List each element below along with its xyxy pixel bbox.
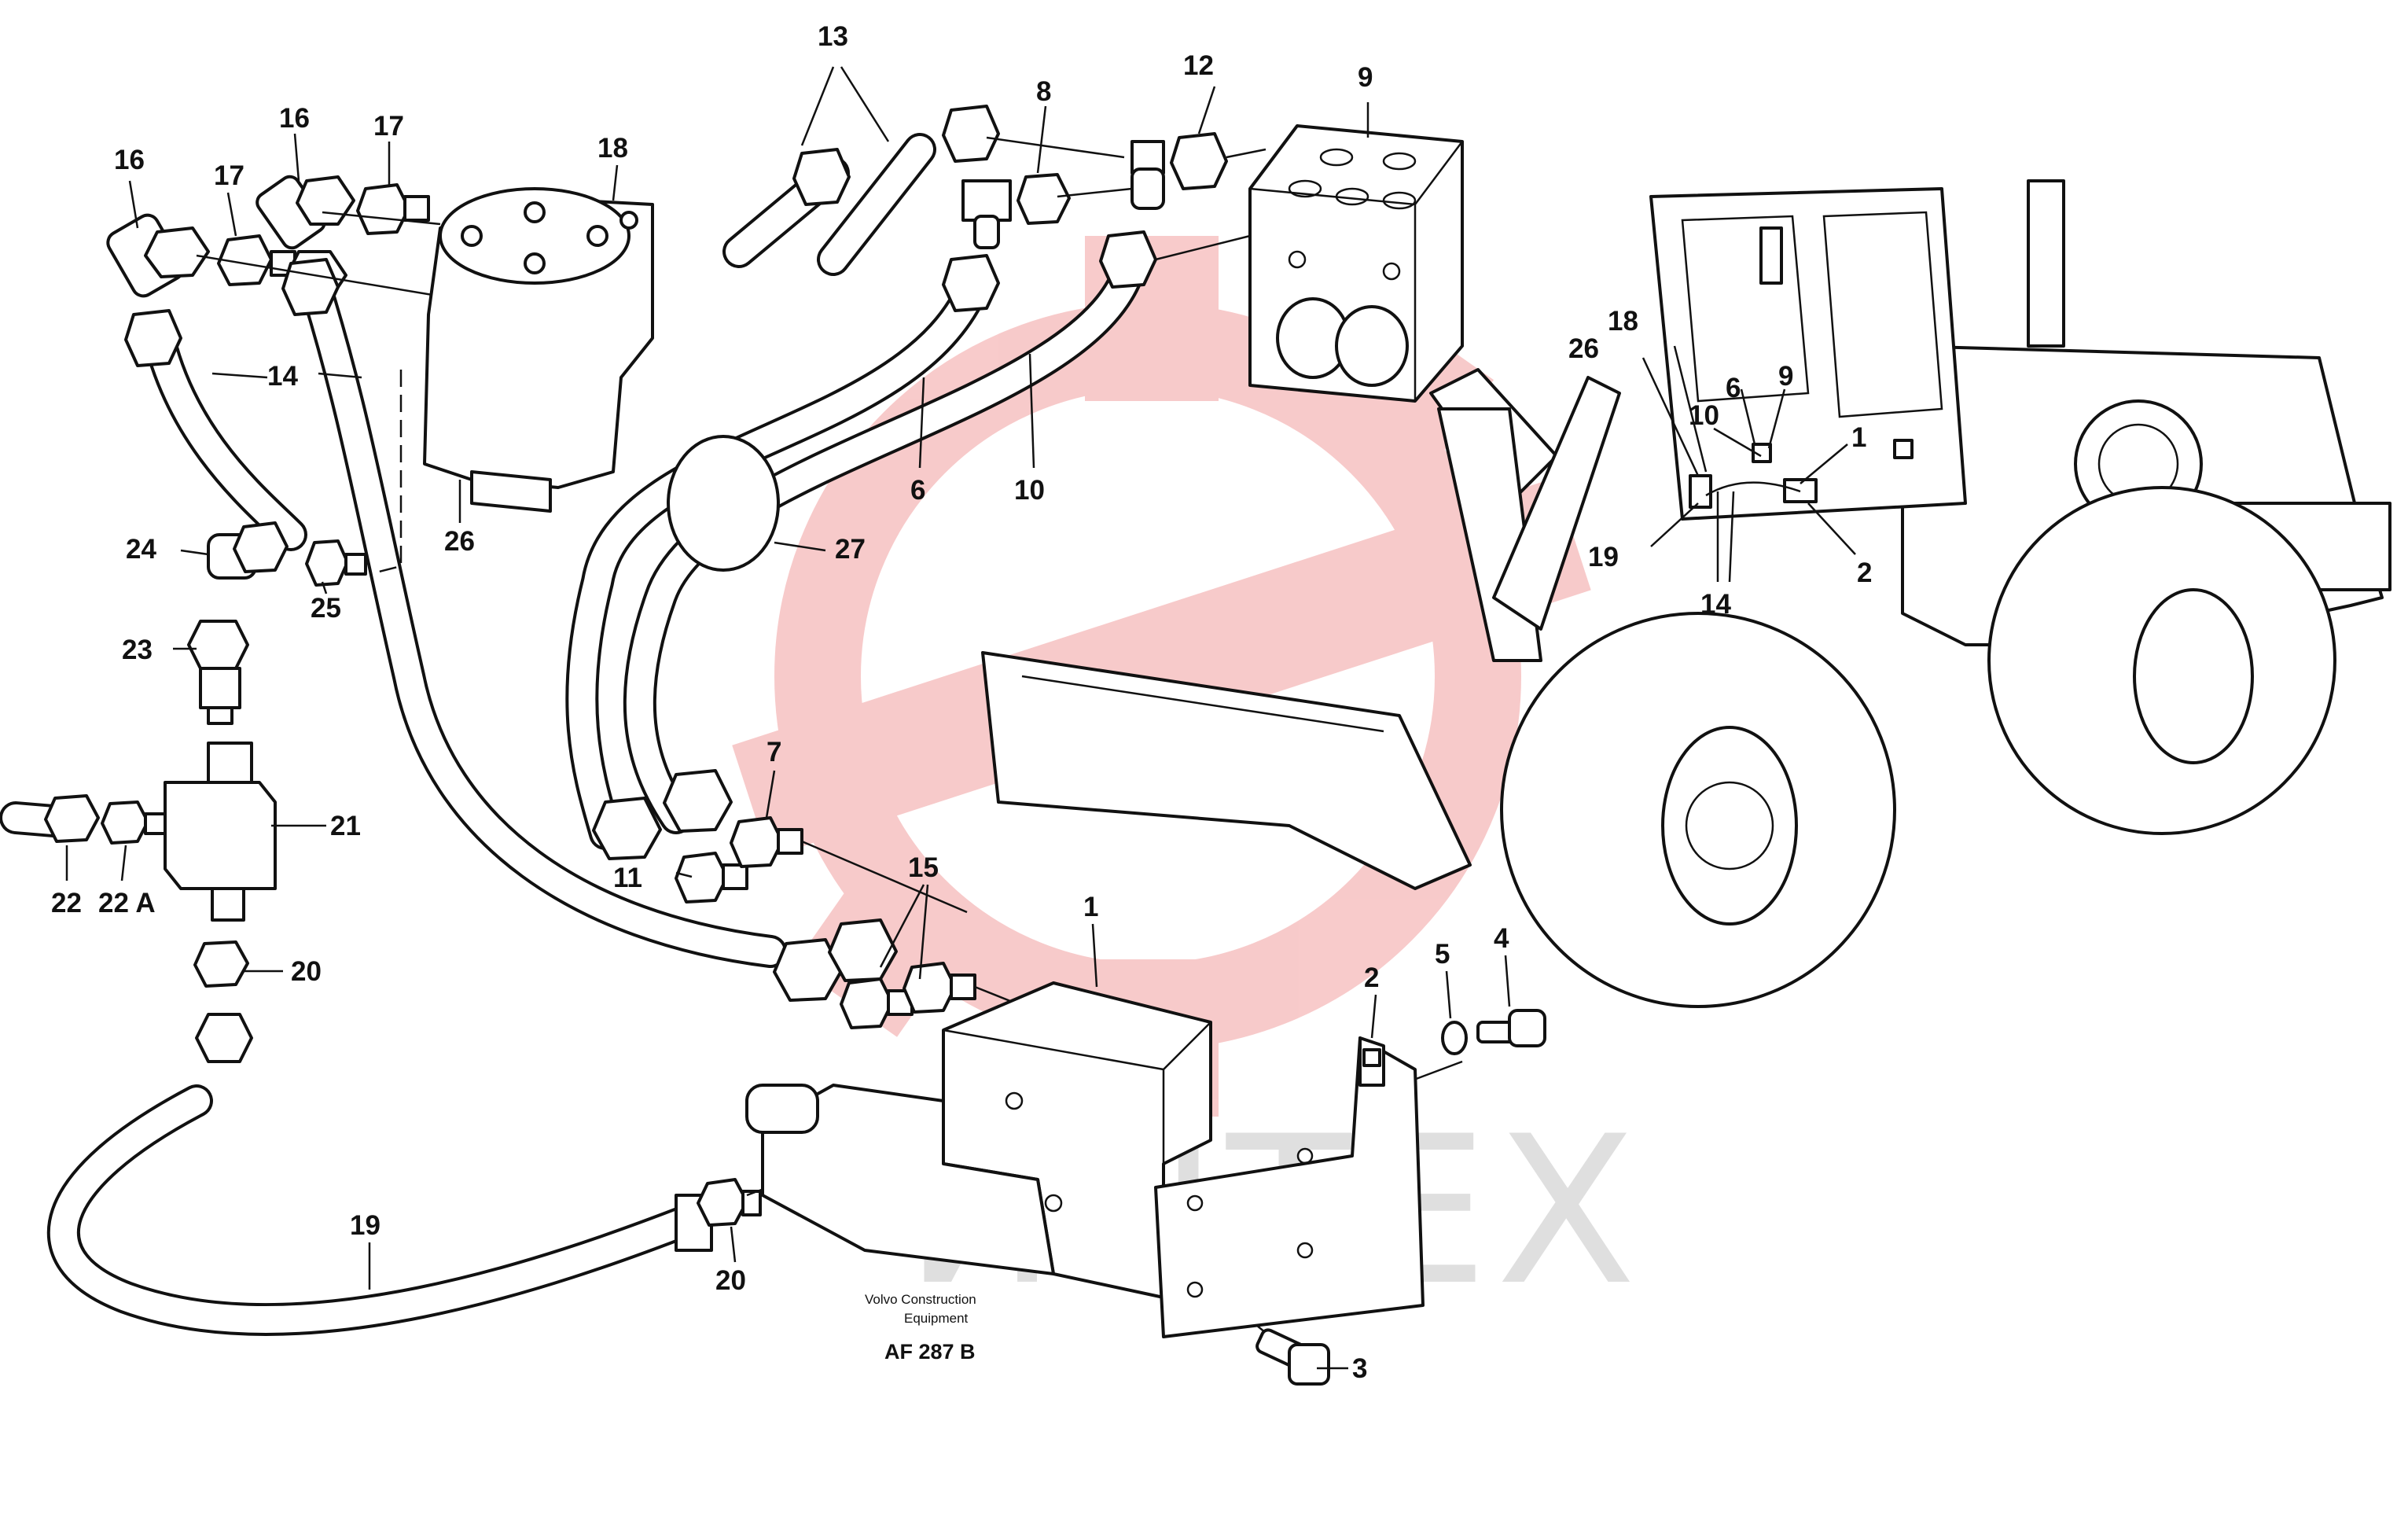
callout-1-cab: 1	[1851, 422, 1866, 453]
callout-5: 5	[1435, 939, 1450, 970]
bracket-2	[1154, 1036, 1425, 1338]
unit-18-26	[423, 187, 654, 513]
callout-8: 8	[1036, 76, 1051, 107]
callout-18-cab: 18	[1608, 306, 1638, 337]
callout-24: 24	[126, 534, 156, 565]
callout-16-right: 16	[279, 103, 310, 134]
wheel-loader	[981, 179, 2391, 1008]
callout-22a: 22 A	[98, 888, 156, 918]
callout-6-cab: 6	[1726, 373, 1741, 403]
caption-maker-line1: Volvo Construction	[865, 1292, 976, 1307]
callout-9-block: 9	[1358, 62, 1373, 93]
caption-code: AF 287 B	[884, 1340, 976, 1364]
callout-12: 12	[1183, 50, 1214, 81]
callout-25: 25	[311, 593, 341, 624]
callout-3: 3	[1352, 1353, 1367, 1384]
callout-15: 15	[908, 852, 939, 883]
callouts: 16 17 16 17 18 26 14 24 25 23 21 22 22 A…	[51, 21, 1872, 1384]
callout-16-left: 16	[114, 145, 145, 175]
callout-26-unit: 26	[444, 526, 475, 557]
valve-1	[745, 981, 1212, 1299]
callout-26-cab: 26	[1568, 333, 1599, 364]
callout-14-cab: 14	[1700, 589, 1731, 620]
hose-clamp	[667, 435, 780, 572]
callout-17-left: 17	[214, 160, 244, 191]
callout-10-cab: 10	[1689, 400, 1719, 431]
callout-2-cab: 2	[1857, 558, 1872, 588]
callout-2-bracket: 2	[1364, 962, 1379, 993]
callout-leaders	[65, 66, 1511, 1370]
caption: Volvo Construction Equipment AF 287 B	[865, 1292, 976, 1364]
callout-6-hose: 6	[910, 475, 925, 506]
callout-17-right: 17	[373, 111, 404, 142]
callout-19-cab: 19	[1588, 542, 1619, 572]
callout-22: 22	[51, 888, 82, 918]
hoses	[0, 133, 1149, 1336]
callout-1-valve: 1	[1083, 892, 1098, 922]
callout-11: 11	[613, 863, 642, 893]
cab-leaders	[1641, 345, 1856, 583]
valve-block-9	[1248, 124, 1464, 403]
caption-maker-line2: Equipment	[904, 1311, 969, 1326]
callout-14-left: 14	[267, 361, 298, 392]
callout-27: 27	[835, 534, 866, 565]
callout-13: 13	[818, 21, 848, 52]
callout-20-bottom: 20	[715, 1265, 746, 1296]
callout-23: 23	[122, 635, 153, 665]
callout-7: 7	[767, 737, 781, 767]
fittings	[44, 105, 1228, 1252]
callout-10-hose: 10	[1014, 475, 1045, 506]
callout-9-cab: 9	[1778, 361, 1793, 392]
callout-4: 4	[1494, 923, 1509, 954]
callout-21: 21	[330, 811, 361, 841]
bolts	[1255, 1009, 1546, 1386]
callout-20-top: 20	[291, 956, 322, 987]
callout-19-hose: 19	[350, 1210, 381, 1241]
callout-18-unit: 18	[597, 133, 628, 164]
